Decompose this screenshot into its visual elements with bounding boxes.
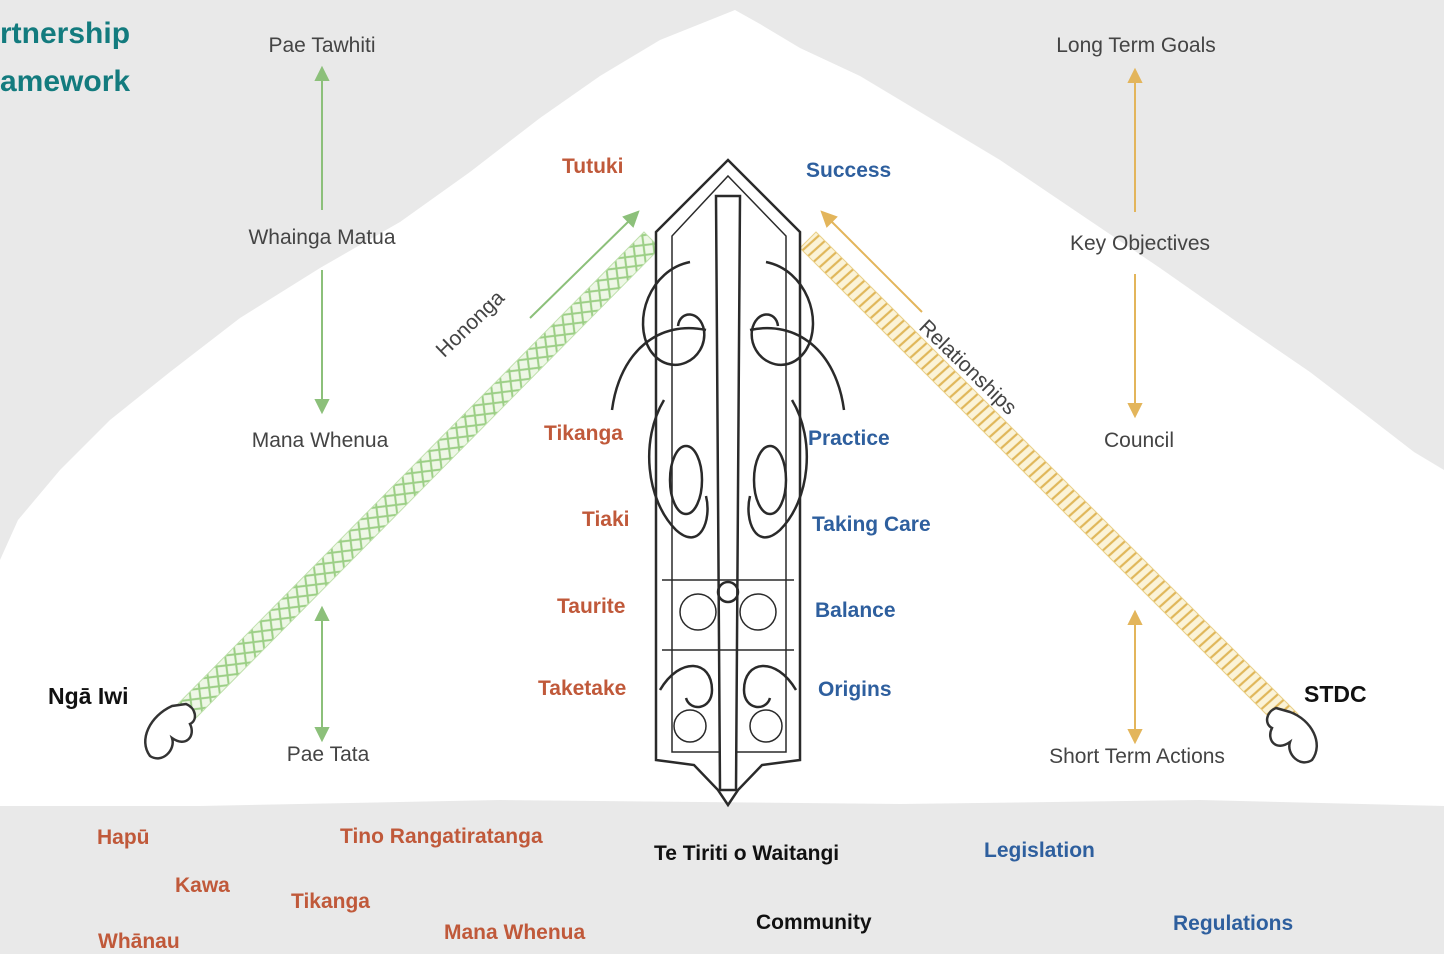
- maori-axis-top: Pae Tawhiti: [268, 34, 376, 57]
- rope-knot-right: [1265, 706, 1318, 764]
- value-english-taking-care: Taking Care: [812, 513, 931, 536]
- foundation-tino-rangatiratanga: Tino Rangatiratanga: [340, 825, 543, 848]
- foundation-whanau: Whānau: [98, 930, 180, 953]
- value-english-success: Success: [806, 159, 892, 182]
- foundation-hapu: Hapū: [97, 826, 150, 849]
- hononga-arrow: [529, 210, 640, 319]
- maori-axis-bottom: Pae Tata: [286, 743, 370, 766]
- maori-axis-arrows: [314, 65, 330, 743]
- party-nga-iwi: Ngā Iwi: [48, 683, 129, 709]
- rope-knot-left: [144, 702, 197, 760]
- relationships-arrow: [820, 210, 923, 313]
- carved-pou: [610, 158, 846, 808]
- maori-axis-mid-lower: Mana Whenua: [251, 429, 389, 452]
- council-axis-arrows: [1127, 67, 1143, 745]
- maori-axis-mid-upper: Whainga Matua: [248, 226, 396, 249]
- council-axis-mid-lower: Council: [1103, 429, 1175, 452]
- party-stdc: STDC: [1304, 681, 1367, 707]
- foundation-legislation: Legislation: [984, 839, 1095, 862]
- foundation-tikanga: Tikanga: [291, 890, 370, 913]
- title-line-2: amework: [0, 65, 131, 98]
- council-axis-bottom: Short Term Actions: [1049, 745, 1225, 768]
- council-axis-top: Long Term Goals: [1056, 34, 1216, 57]
- value-maori-taurite: Taurite: [557, 595, 626, 618]
- value-maori-taketake: Taketake: [538, 677, 627, 700]
- value-maori-tutuki: Tutuki: [562, 155, 624, 178]
- value-english-practice: Practice: [808, 427, 890, 450]
- foundation-regulations: Regulations: [1173, 912, 1294, 935]
- council-axis-mid-upper: Key Objectives: [1069, 232, 1211, 255]
- value-maori-tikanga: Tikanga: [544, 422, 623, 445]
- value-english-origins: Origins: [818, 678, 892, 701]
- foundation-te-tiriti: Te Tiriti o Waitangi: [654, 842, 840, 865]
- foundation-kawa: Kawa: [175, 874, 230, 897]
- foundation-mana-whenua: Mana Whenua: [444, 921, 586, 944]
- value-maori-tiaki: Tiaki: [582, 508, 630, 531]
- foundation-community: Community: [756, 911, 872, 934]
- title-line-1: rtnership: [0, 17, 131, 50]
- value-english-balance: Balance: [815, 599, 896, 622]
